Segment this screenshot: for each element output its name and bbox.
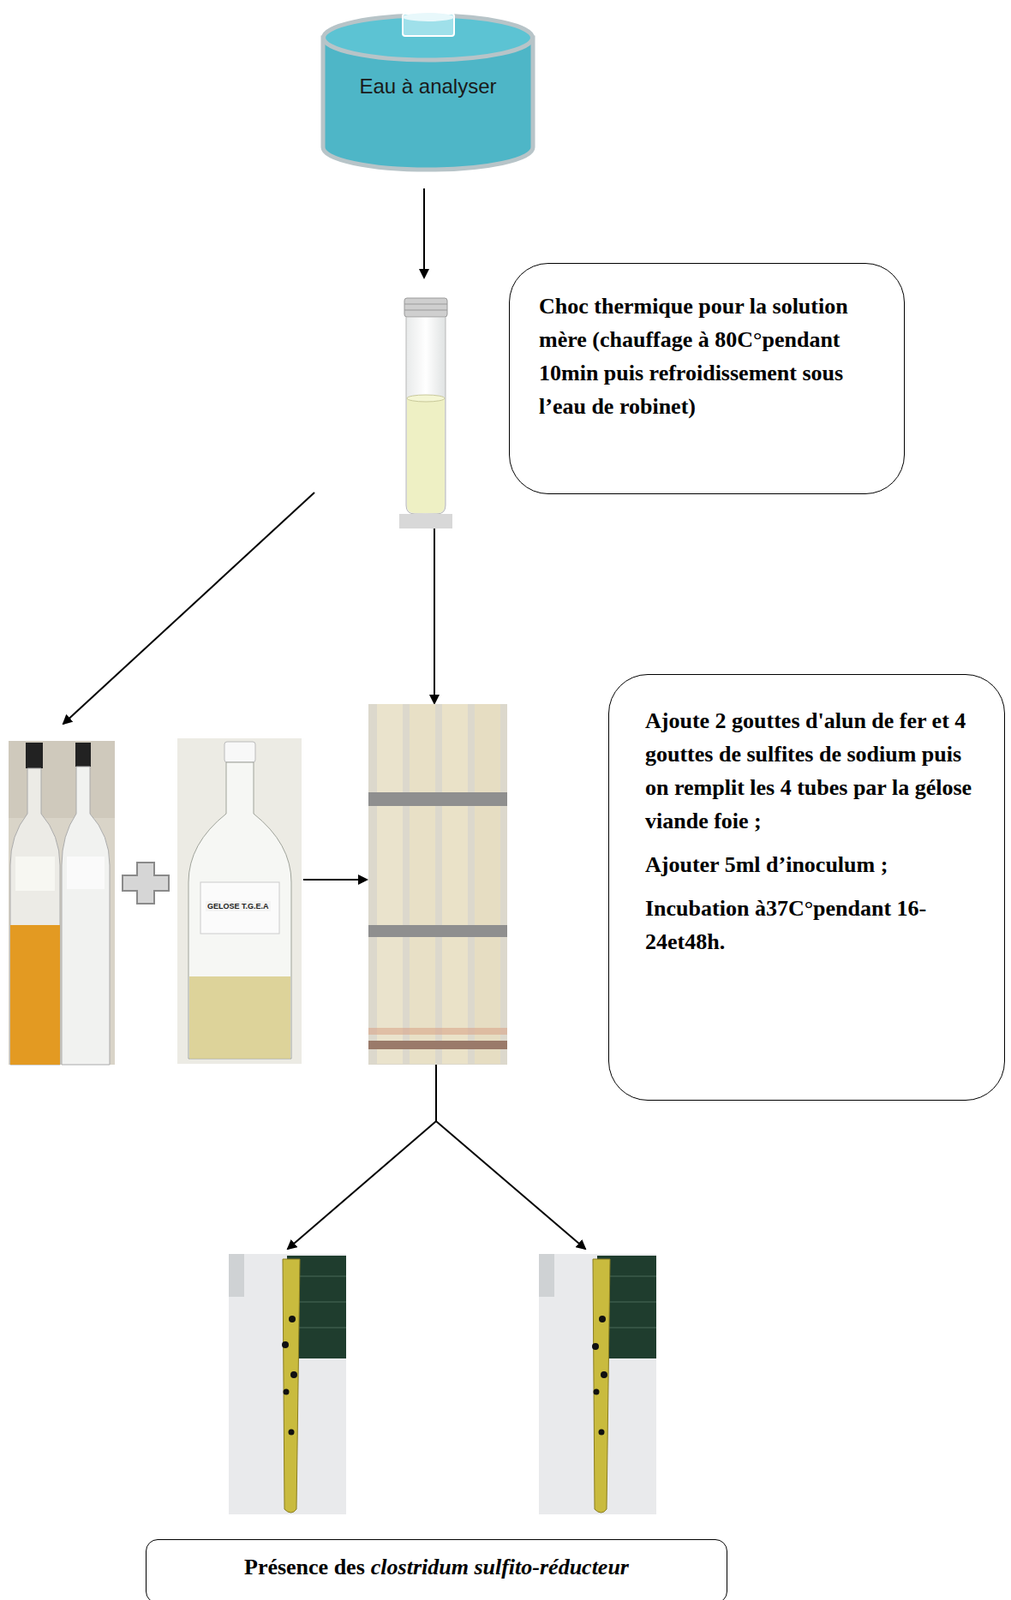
node-text: Présence des	[244, 1555, 365, 1580]
process-note: Choc thermique pour la solution mère (ch…	[508, 263, 905, 495]
node-text-line: clostridum sulfito-réducteur	[370, 1555, 629, 1580]
node-text: Ajoute 2 gouttes d'alun de fer et 4 gout…	[645, 704, 979, 838]
node-text-line: Ajouter 5ml d’inoculum ;	[645, 848, 979, 882]
water-tank: Eau à analyser	[319, 10, 537, 174]
result-box: Présence desclostridum sulfito-réducteur	[145, 1539, 728, 1600]
node-text-line: Incubation à37C°pendant 16-24et48h.	[645, 891, 979, 959]
node-text: Choc thermique pour la solution mère (ch…	[538, 289, 879, 424]
node-text: Eau à analyser	[358, 74, 497, 99]
process-note: Ajoute 2 gouttes d'alun de fer et 4 gout…	[608, 674, 1006, 1101]
bottle-label: GELOSE T.G.E.A	[205, 901, 271, 912]
